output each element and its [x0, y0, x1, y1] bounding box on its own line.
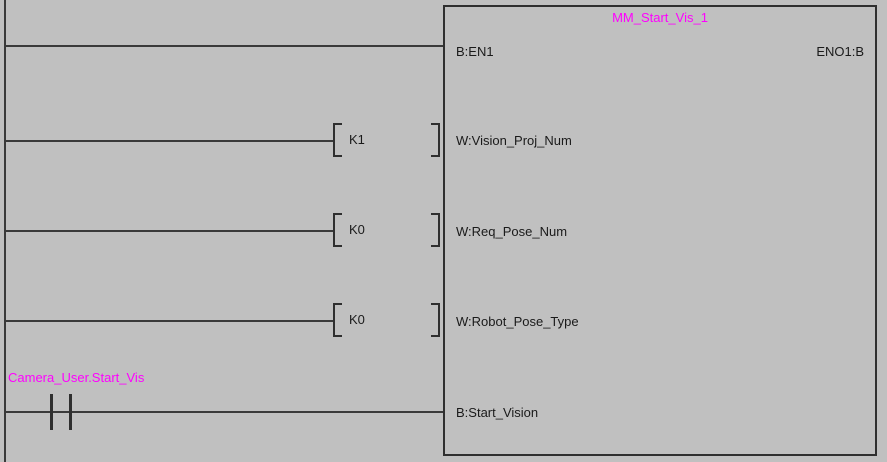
- bracket-right-icon: [431, 213, 440, 247]
- rung-line-req-pose-num: [5, 230, 334, 232]
- bracket-left-icon: [333, 303, 342, 337]
- pin-label-vision-proj-num: W:Vision_Proj_Num: [456, 133, 572, 148]
- rung-line-start-vision: [5, 411, 443, 413]
- bracket-right-icon: [431, 123, 440, 157]
- contact-tag-label: Camera_User.Start_Vis: [8, 370, 145, 385]
- constant-block-k0-req-pose[interactable]: K0: [333, 213, 440, 247]
- contact-bar-left: [50, 394, 53, 430]
- rung-line-vision-proj-num: [5, 140, 334, 142]
- pin-label-req-pose-num: W:Req_Pose_Num: [456, 224, 568, 239]
- pin-label-start-vision: B:Start_Vision: [456, 405, 539, 420]
- pin-label-eno1: ENO1:B: [816, 44, 864, 59]
- constant-block-k0-robot-pose[interactable]: K0: [333, 303, 440, 337]
- rung-line-en1: [5, 45, 443, 47]
- constant-value-label: K1: [349, 132, 365, 147]
- constant-value-label: K0: [349, 312, 365, 327]
- function-block-instance-label: MM_Start_Vis_1: [612, 10, 708, 25]
- pin-label-en1: B:EN1: [456, 44, 494, 59]
- bracket-left-icon: [333, 213, 342, 247]
- bracket-left-icon: [333, 123, 342, 157]
- pin-label-robot-pose-type: W:Robot_Pose_Type: [456, 314, 579, 329]
- rung-line-robot-pose-type: [5, 320, 334, 322]
- function-block-mm-start-vis-1[interactable]: MM_Start_Vis_1 B:EN1 ENO1:B W:Vision_Pro…: [443, 5, 877, 456]
- bracket-right-icon: [431, 303, 440, 337]
- constant-block-k1[interactable]: K1: [333, 123, 440, 157]
- constant-value-label: K0: [349, 222, 365, 237]
- contact-bar-right: [69, 394, 72, 430]
- normally-open-contact-icon[interactable]: [48, 394, 74, 430]
